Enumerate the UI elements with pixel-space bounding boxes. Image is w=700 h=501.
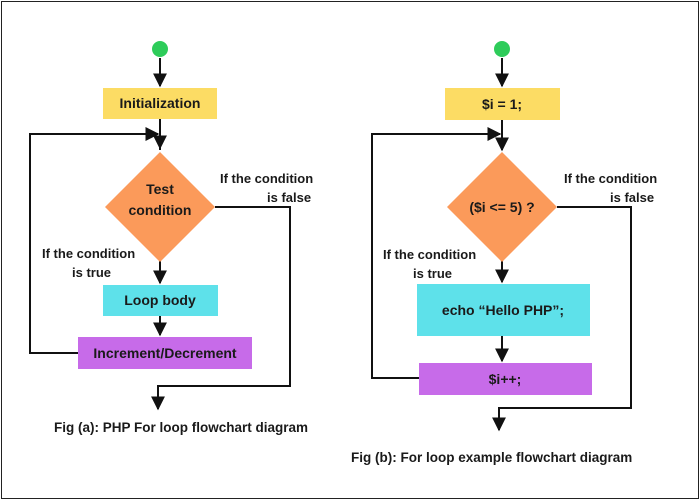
decision-diamond-a bbox=[105, 152, 215, 262]
true-label-b-line2: is true bbox=[413, 266, 452, 281]
edge-a-false-exit bbox=[151, 206, 291, 411]
init-box-a bbox=[103, 88, 217, 119]
false-label-b-line2: is false bbox=[610, 190, 654, 205]
edge-a-loop-back bbox=[29, 127, 160, 354]
body-label-a: Loop body bbox=[124, 292, 196, 308]
true-label-a-line2: is true bbox=[72, 265, 111, 280]
start-node-b bbox=[494, 41, 510, 57]
edge-b-loop-back bbox=[371, 127, 502, 379]
flowchart-b: $i = 1; ($i <= 5) ? echo “Hello PHP”; $i… bbox=[351, 41, 657, 465]
decision-diamond-b bbox=[447, 152, 557, 262]
false-label-b-line1: If the condition bbox=[564, 171, 657, 186]
false-label-a-line1: If the condition bbox=[220, 171, 313, 186]
edge-b-false-exit bbox=[492, 206, 632, 432]
start-node-a bbox=[152, 41, 168, 57]
update-box-b bbox=[419, 363, 592, 395]
true-label-a-line1: If the condition bbox=[42, 246, 135, 261]
update-label-b: $i++; bbox=[489, 371, 522, 387]
update-label-a: Increment/Decrement bbox=[93, 345, 237, 361]
decision-label-b: ($i <= 5) ? bbox=[469, 199, 534, 215]
init-label-b: $i = 1; bbox=[482, 96, 522, 112]
decision-label-a-line1: Test bbox=[146, 181, 174, 197]
update-box-a bbox=[78, 337, 252, 369]
init-box-b bbox=[445, 88, 560, 120]
decision-label-a-line2: condition bbox=[129, 202, 192, 218]
caption-a: Fig (a): PHP For loop flowchart diagram bbox=[54, 420, 308, 435]
flowchart-a: Initialization Test condition Loop body … bbox=[29, 41, 313, 435]
false-label-a-line2: is false bbox=[267, 190, 311, 205]
caption-b: Fig (b): For loop example flowchart diag… bbox=[351, 450, 632, 465]
body-box-a bbox=[103, 285, 218, 316]
body-label-b: echo “Hello PHP”; bbox=[442, 302, 564, 318]
init-label-a: Initialization bbox=[120, 95, 201, 111]
body-box-b bbox=[417, 284, 590, 336]
true-label-b-line1: If the condition bbox=[383, 247, 476, 262]
